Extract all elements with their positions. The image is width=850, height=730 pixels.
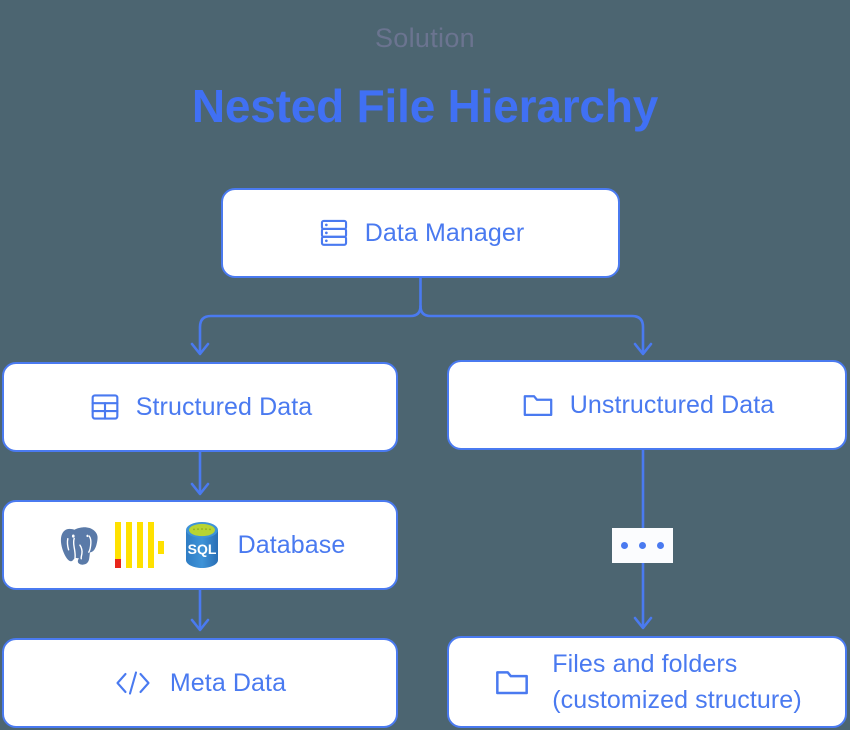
node-label-line2: (customized structure) [552, 686, 802, 714]
clickhouse-logo [114, 522, 164, 568]
node-label-line1: Files and folders [552, 650, 738, 678]
table-grid-icon [88, 390, 122, 424]
folder-icon [492, 662, 532, 702]
code-brackets-icon [114, 667, 152, 699]
folder-icon [520, 387, 556, 423]
more-steps-ellipsis[interactable] [612, 528, 673, 563]
node-structured-data[interactable]: Structured Data [2, 362, 398, 452]
eyebrow-label: Solution [375, 23, 475, 53]
node-label: Unstructured Data [569, 391, 775, 419]
server-rack-icon [317, 216, 351, 250]
ellipsis-dot [657, 542, 664, 549]
node-database[interactable]: SQL Database [2, 500, 398, 590]
node-label-block: Files and folders (customized structure) [552, 646, 802, 718]
node-unstructured-data[interactable]: Unstructured Data [447, 360, 847, 450]
node-label: Data Manager [364, 219, 525, 247]
node-data-manager[interactable]: Data Manager [221, 188, 620, 278]
node-label: Meta Data [169, 669, 287, 697]
ellipsis-dot [639, 542, 646, 549]
page-title: Nested File Hierarchy [191, 80, 659, 132]
azure-sql-label: SQL [187, 541, 216, 557]
azure-sql-database-logo: SQL [178, 519, 226, 571]
postgresql-logo [55, 520, 105, 570]
node-label: Database [237, 531, 346, 559]
node-files-and-folders[interactable]: Files and folders (customized structure) [447, 636, 847, 728]
ellipsis-dot [621, 542, 628, 549]
node-meta-data[interactable]: Meta Data [2, 638, 398, 728]
node-label: Structured Data [135, 393, 313, 421]
